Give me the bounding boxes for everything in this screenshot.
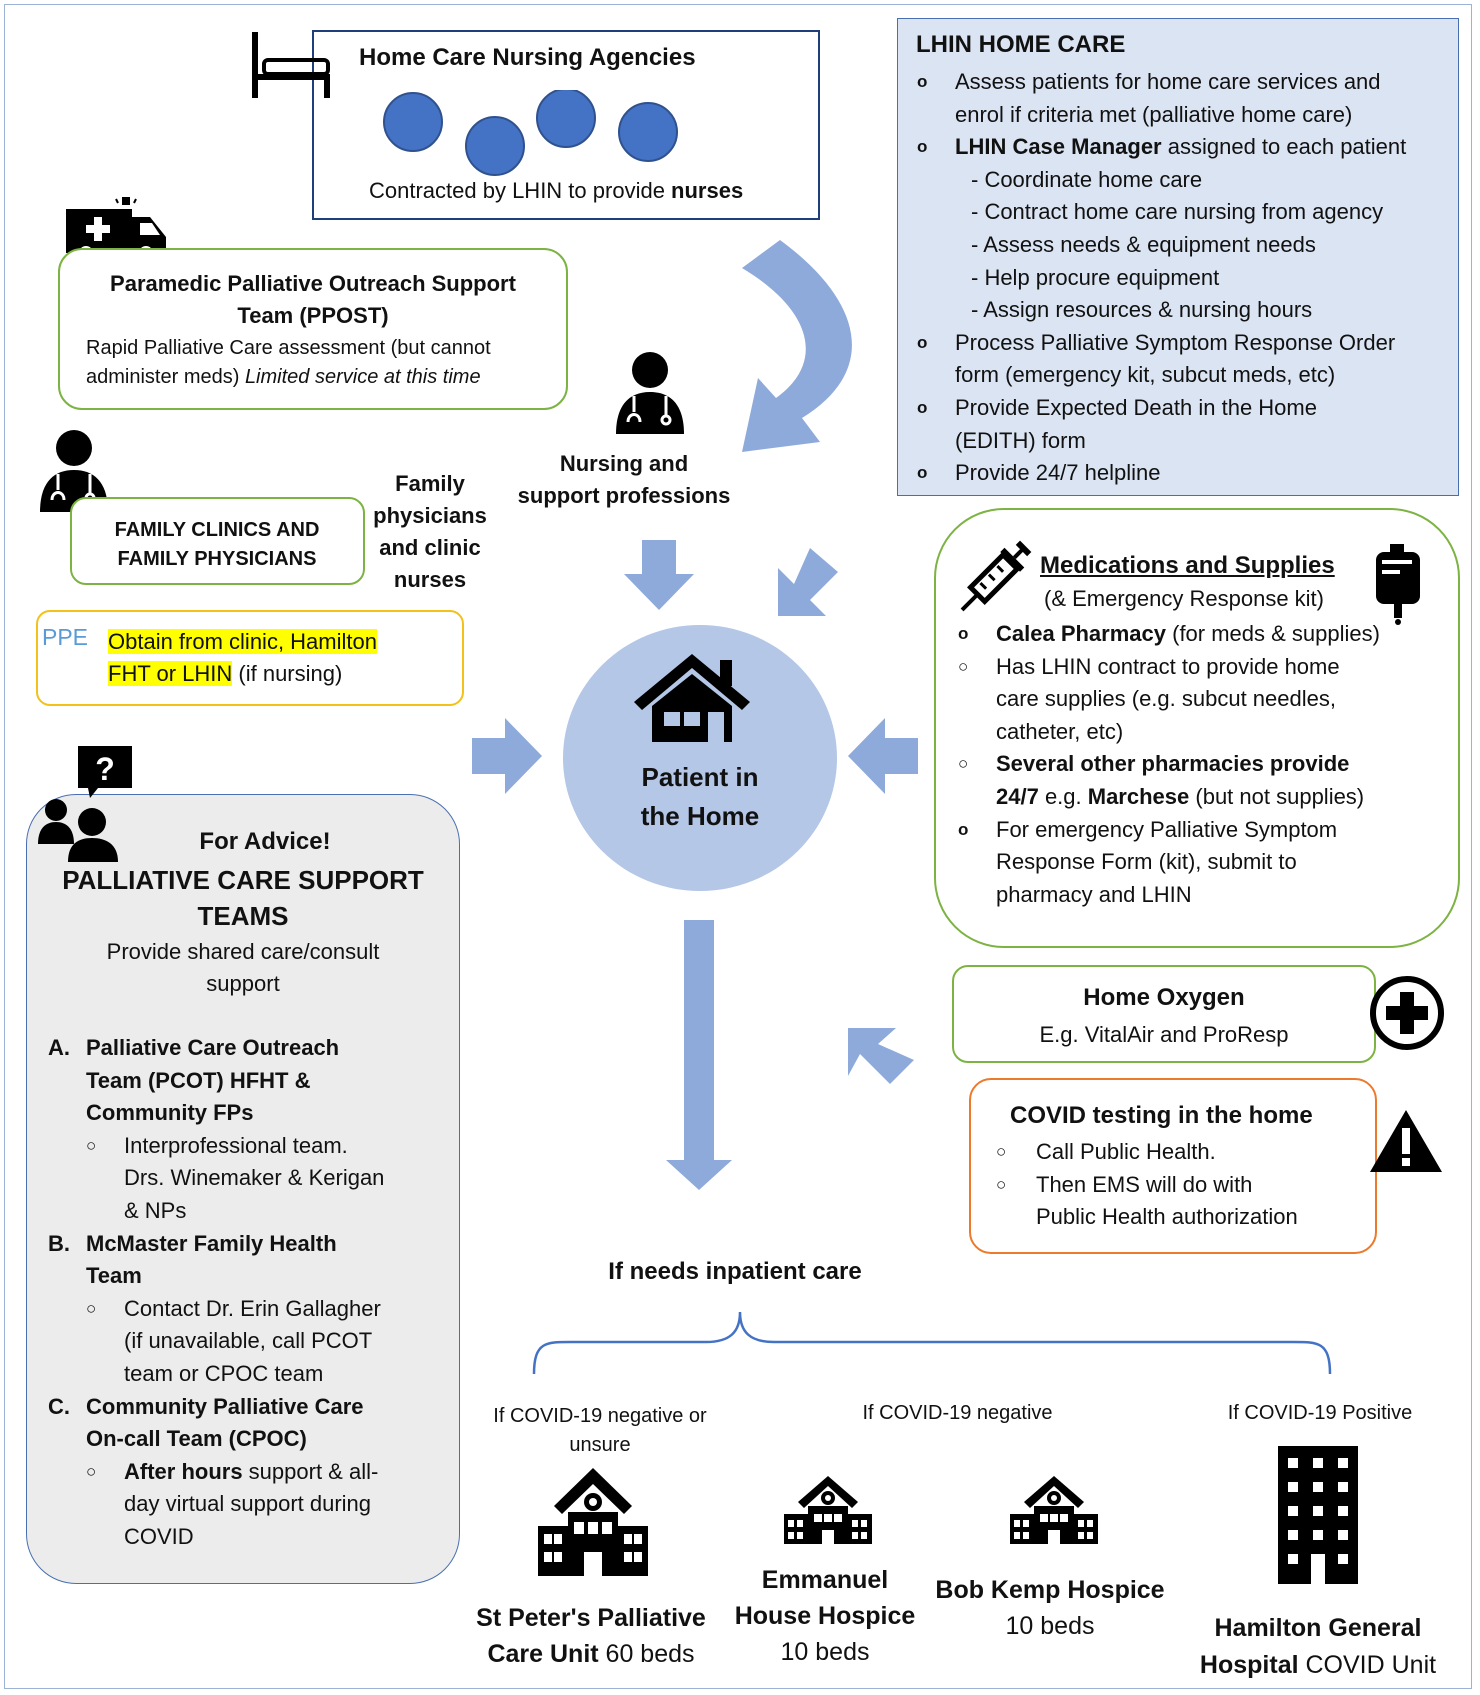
home-oxygen-title: Home Oxygen [1083,984,1245,1011]
inpatient-brace [532,1311,1332,1375]
lhin-item: o Provide 24/7 helpline [917,460,1161,486]
page-frame [4,4,1472,1689]
agency-dots [383,90,678,176]
arrow-right-left-side [472,718,542,794]
house-icon [634,654,750,742]
home-oxygen-box [952,965,1376,1063]
lhin-title: LHIN HOME CARE [916,31,1126,58]
meds-subtitle: (& Emergency Response kit) [1044,586,1324,611]
agency-dot [465,116,525,176]
ppost-box [58,248,568,410]
arrow-down-main [666,920,732,1190]
inpatient-cond-2: If COVID-19 negative [862,1402,1053,1424]
lhin-item: o Provide Expected Death in the Home(EDI… [917,394,1317,453]
school-building-icon [538,1468,648,1576]
lhin-list: o Assess patients for home care services… [917,66,1447,490]
home-care-agencies-title: Home Care Nursing Agencies [359,44,696,71]
ppe-box [36,610,464,706]
agency-dot [536,90,596,148]
arrow-diag-lower-right [848,1028,914,1084]
iv-bag-icon [1376,544,1420,625]
home-care-agencies-desc: Contracted by LHIN to provide nurses [369,178,744,203]
ppost-desc: Rapid Palliative Care assessment (but ca… [86,337,491,388]
arrow-diag-upper-right [778,548,838,616]
curved-arrow [742,240,852,452]
inpatient-cond-3: If COVID-19 Positive [1227,1402,1413,1424]
svg-text:?: ? [95,751,115,787]
school-building-icon [784,1476,872,1544]
lhin-home-care-box [897,18,1459,496]
doctor-icon [616,352,684,434]
ppe-label: PPE [42,624,89,650]
arrow-down-nursing [624,540,694,610]
agency-dot [618,102,678,162]
ppe-text: Obtain from clinic, Hamilton FHT or LHIN… [108,629,377,686]
warning-icon [1370,1110,1442,1172]
plus-icon [1370,976,1444,1050]
family-clinics-box [70,497,365,585]
arrow-left-right-side [848,718,918,794]
covid-testing-list: ○Call Public Health. ○Then EMS will do w… [996,1139,1298,1230]
lhin-item: o Process Palliative Symptom Response Or… [917,329,1396,388]
home-oxygen-desc: E.g. VitalAir and ProResp [1039,1022,1289,1047]
lhin-sub-list: - Coordinate home care - Contract home c… [971,166,1384,323]
bed-icon [252,32,330,98]
meds-title: Medications and Supplies [1040,552,1335,579]
lhin-item: o Assess patients for home care services… [917,69,1381,127]
syringe-icon [960,540,1032,612]
inpatient-title: If needs inpatient care [608,1258,862,1285]
patient-circle [563,625,837,891]
school-building-icon [1010,1476,1098,1544]
advice-box [26,794,460,1584]
lhin-item: o LHIN Case Manager assigned to each pat… [917,134,1407,160]
covid-testing-title: COVID testing in the home [1010,1102,1313,1129]
meds-box [934,508,1460,948]
advice-title-1: For Advice! [199,828,331,855]
tower-building-icon [1278,1446,1358,1584]
agency-dot [383,92,443,152]
support-group-icon: ? [38,746,132,862]
